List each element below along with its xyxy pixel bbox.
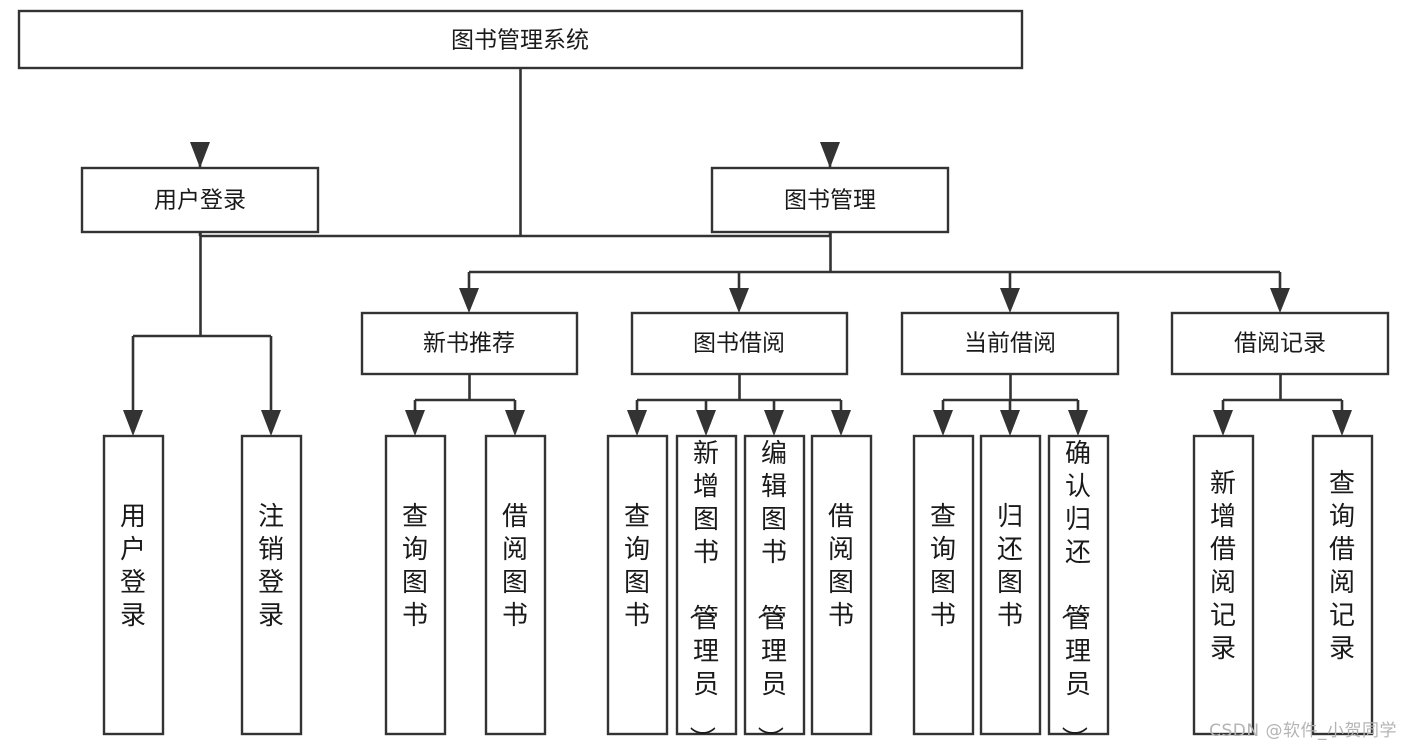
leaf-add-record-box[interactable] bbox=[1192, 434, 1255, 736]
node-borrow-record-box[interactable] bbox=[1170, 311, 1390, 376]
leaf-node-query-record[interactable]: 查询借阅记录 bbox=[1311, 434, 1374, 736]
leaf-node-borrow-book-1[interactable]: 借阅图书 bbox=[484, 434, 547, 736]
arrowhead-leaf-return-book bbox=[1000, 410, 1020, 436]
leaf-query-book-3-label: 查询图书 bbox=[930, 502, 956, 631]
leaf-node-query-book-2[interactable]: 查询图书 bbox=[606, 434, 669, 736]
arrowhead-book-borrow bbox=[729, 288, 749, 313]
leaf-add-record-label: 新增借阅记录 bbox=[1210, 469, 1236, 664]
node-user-login[interactable]: 用户登录 bbox=[80, 166, 320, 234]
node-current-borrow[interactable]: 当前借阅 bbox=[900, 311, 1120, 376]
leaf-query-book-2-box[interactable] bbox=[606, 434, 669, 736]
leaf-confirm-return-box[interactable] bbox=[1047, 434, 1110, 736]
leaf-node-query-book-3[interactable]: 查询图书 bbox=[912, 434, 975, 736]
arrowhead-leaf-logout-login bbox=[261, 410, 281, 436]
leaf-node-add-record[interactable]: 新增借阅记录 bbox=[1192, 434, 1255, 736]
leaf-logout-login-box[interactable] bbox=[240, 434, 303, 736]
arrowhead-leaf-query-book-1 bbox=[405, 410, 425, 436]
leaf-edit-book-box[interactable] bbox=[743, 434, 806, 736]
leaf-node-logout-login[interactable]: 注销登录 bbox=[240, 434, 303, 736]
node-root-box[interactable] bbox=[17, 9, 1024, 70]
leaf-user-login-label: 用户登录 bbox=[120, 502, 146, 631]
node-user-login-label: 用户登录 bbox=[154, 188, 246, 214]
arrowhead-leaf-borrow-book-1 bbox=[505, 410, 525, 436]
leaf-add-book-label: 新增图书（管理员） bbox=[686, 439, 719, 747]
node-new-book-recommend-box[interactable] bbox=[360, 311, 579, 376]
leaf-borrow-book-1-label: 借阅图书 bbox=[502, 502, 528, 631]
arrowhead-new-book bbox=[459, 288, 479, 313]
leaf-query-book-1-box[interactable] bbox=[384, 434, 447, 736]
leaf-node-query-book-1[interactable]: 查询图书 bbox=[384, 434, 447, 736]
leaf-user-login-box[interactable] bbox=[102, 434, 165, 736]
leaf-node-return-book[interactable]: 归还图书 bbox=[979, 434, 1042, 736]
leaf-query-book-1-label: 查询图书 bbox=[402, 502, 428, 631]
node-borrow-record[interactable]: 借阅记录 bbox=[1170, 311, 1390, 376]
node-book-manage[interactable]: 图书管理 bbox=[710, 166, 950, 234]
leaf-query-book-3-box[interactable] bbox=[912, 434, 975, 736]
node-user-login-box[interactable] bbox=[80, 166, 320, 234]
arrowhead-leaf-query-book-2 bbox=[627, 410, 647, 436]
leaf-edit-book-label: 编辑图书（管理员） bbox=[754, 439, 787, 747]
leaf-node-borrow-book-2[interactable]: 借阅图书 bbox=[810, 434, 873, 736]
arrowhead-leaf-query-book-3 bbox=[933, 410, 953, 436]
arrowhead-user-login bbox=[190, 142, 210, 168]
node-new-book-recommend-label: 新书推荐 bbox=[423, 331, 515, 357]
leaf-query-record-box[interactable] bbox=[1311, 434, 1374, 736]
node-root[interactable]: 图书管理系统 bbox=[17, 9, 1024, 70]
arrowhead-leaf-add-record bbox=[1213, 410, 1233, 436]
node-root-label: 图书管理系统 bbox=[451, 28, 589, 54]
node-book-borrow-box[interactable] bbox=[630, 311, 849, 376]
node-book-borrow[interactable]: 图书借阅 bbox=[630, 311, 849, 376]
leaf-return-book-label: 归还图书 bbox=[997, 502, 1023, 631]
leaf-logout-login-label: 注销登录 bbox=[258, 502, 284, 631]
node-book-manage-label: 图书管理 bbox=[784, 188, 876, 214]
node-borrow-record-label: 借阅记录 bbox=[1234, 331, 1326, 357]
node-book-borrow-label: 图书借阅 bbox=[693, 331, 785, 357]
leaf-add-book-box[interactable] bbox=[675, 434, 738, 736]
arrowhead-leaf-borrow-book-2 bbox=[831, 410, 851, 436]
leaf-borrow-book-1-box[interactable] bbox=[484, 434, 547, 736]
arrowhead-leaf-add-book bbox=[696, 410, 716, 436]
node-book-manage-box[interactable] bbox=[710, 166, 950, 234]
leaf-query-record-label: 查询借阅记录 bbox=[1329, 469, 1355, 664]
leaf-query-book-2-label: 查询图书 bbox=[624, 502, 650, 631]
arrowhead-current-borrow bbox=[1000, 288, 1020, 313]
leaf-borrow-book-2-box[interactable] bbox=[810, 434, 873, 736]
node-new-book-recommend[interactable]: 新书推荐 bbox=[360, 311, 579, 376]
arrowhead-leaf-confirm-return bbox=[1068, 410, 1088, 436]
node-current-borrow-label: 当前借阅 bbox=[964, 331, 1056, 357]
node-current-borrow-box[interactable] bbox=[900, 311, 1120, 376]
leaf-node-edit-book[interactable]: 编辑图书（管理员） bbox=[743, 434, 806, 747]
leaf-return-book-box[interactable] bbox=[979, 434, 1042, 736]
arrowhead-borrow-record bbox=[1270, 288, 1290, 313]
arrowhead-leaf-edit-book bbox=[764, 410, 784, 436]
leaf-node-user-login[interactable]: 用户登录 bbox=[102, 434, 165, 736]
leaf-node-confirm-return[interactable]: 确认归还（管理员） bbox=[1047, 434, 1110, 747]
arrowhead-book-manage bbox=[820, 142, 840, 168]
leaf-borrow-book-2-label: 借阅图书 bbox=[828, 502, 854, 631]
arrowhead-leaf-user-login bbox=[123, 410, 143, 436]
leaf-node-add-book[interactable]: 新增图书（管理员） bbox=[675, 434, 738, 747]
connectors-layer bbox=[123, 68, 1352, 436]
arrowhead-leaf-query-record bbox=[1332, 410, 1352, 436]
leaf-confirm-return-label: 确认归还（管理员） bbox=[1058, 439, 1091, 747]
